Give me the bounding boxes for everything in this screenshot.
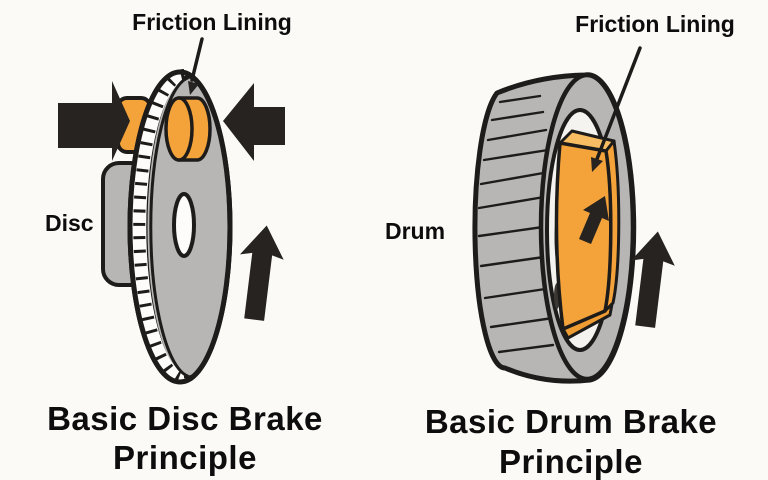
disc-center-hole	[172, 192, 196, 258]
disc-leader-arrowhead-icon	[188, 81, 199, 95]
disc-caption-line1: Basic Disc Brake	[47, 400, 323, 437]
drum-friction-lining-label: Friction Lining	[575, 11, 735, 37]
drum-caption-line1: Basic Drum Brake	[425, 403, 717, 440]
clamp-arrow-right-icon	[223, 83, 285, 161]
drum-brake-diagram: Friction Lining Drum Basic Drum Brake Pr…	[385, 11, 735, 480]
drum-part-label: Drum	[385, 218, 445, 244]
disc-friction-lining-label: Friction Lining	[132, 9, 292, 35]
shoe-force-arrow-icon	[579, 196, 609, 244]
clamp-arrow-left-icon	[58, 81, 130, 161]
disc-rotor-outline	[127, 69, 233, 385]
drum-leader-arrowhead-icon	[591, 157, 603, 172]
disc-leader-line	[190, 37, 204, 82]
disc-caption-line2: Principle	[113, 439, 257, 476]
drum-caption-line2: Principle	[499, 443, 643, 480]
drum-rotation-arrow-icon	[631, 231, 675, 328]
disc-band-inner-edge	[149, 76, 189, 378]
disc-vent-ticks	[133, 69, 185, 385]
drum-leader-line	[595, 46, 642, 161]
disc-brake-diagram: Friction Lining Disc Basic Disc Brake Pr…	[45, 9, 323, 476]
disc-rotation-arrow-icon	[239, 225, 284, 321]
brake-pad-right-face	[164, 96, 194, 162]
disc-part-label: Disc	[45, 210, 94, 236]
drum-surface-lines	[477, 94, 555, 354]
